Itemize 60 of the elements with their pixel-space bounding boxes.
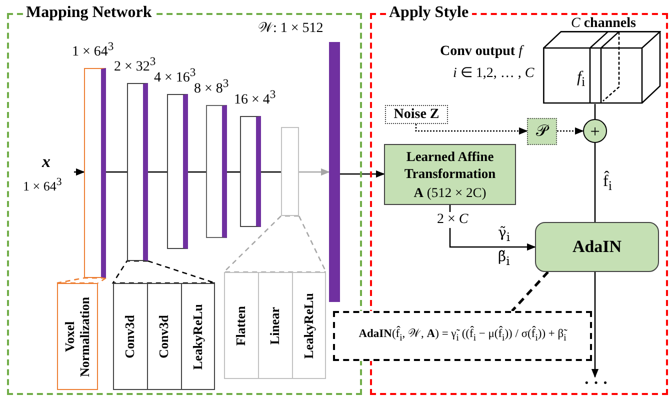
ellipsis: · · · <box>578 377 614 391</box>
layer-cell: Conv3d <box>114 284 148 389</box>
channel-label: f$_{i}$ <box>577 69 586 90</box>
shape-label: 16 × 4$^{3}$ <box>234 88 276 109</box>
connector-line <box>148 171 167 173</box>
process-box <box>384 144 516 205</box>
connector-line <box>188 171 206 173</box>
shape-label: 4 × 16$^{3}$ <box>154 66 196 86</box>
shape-label: 8 × 8$^{3}$ <box>194 77 229 98</box>
projection-box: 𝒫 <box>527 118 557 145</box>
shape-label: 𝒲: 1 × 512 <box>258 21 324 37</box>
formula-box: AdaIN(f̂$_{i}$, 𝒲, A) = γ̃$_{i}$ ((f̂$_{i}$ − μ(f̂$_{i}$)) / σ(f̂$_{i}$)) + β̃$_{i}$ <box>333 311 592 361</box>
input-variable: x <box>42 152 50 172</box>
layer-cell: Voxel Normalization <box>57 283 98 390</box>
layer-block <box>281 127 299 216</box>
math-label: β̃$_{i}$ <box>498 249 510 268</box>
math-label: γ̃$_{i}$ <box>498 225 510 244</box>
layer-cell: Flatten <box>225 273 259 378</box>
tensor-label: i ∈ 1,2, … , C <box>453 65 534 82</box>
layer-block <box>206 105 227 238</box>
box-title: Learned Affine Transformation <box>403 148 497 182</box>
shape-label: 1 × 64$^{3}$ <box>23 176 62 194</box>
arrow <box>74 168 85 176</box>
panel-title: Apply Style <box>386 4 472 22</box>
layer-block <box>84 68 106 278</box>
sum-node: + <box>583 119 607 143</box>
layer-block <box>240 116 261 227</box>
tensor-label: Conv output f <box>440 44 522 60</box>
dashed-line <box>112 260 216 284</box>
connector-line <box>106 171 127 173</box>
dashed-line <box>56 277 107 284</box>
edge-label: 2 × C <box>436 212 470 228</box>
connector-line <box>261 171 281 173</box>
layer-cell: LeakyReLu <box>182 284 214 389</box>
layer-cell: LeakyReLu <box>293 273 325 378</box>
matrix-label: A (512 × 2C) <box>412 184 488 201</box>
connector-line <box>594 143 596 222</box>
arrow <box>449 205 536 251</box>
shape-label: 2 × 32$^{3}$ <box>114 55 156 75</box>
layer-cell: Conv3d <box>148 284 182 389</box>
layer-group-box <box>224 272 326 379</box>
panel-title: Mapping Network <box>23 4 155 22</box>
layer-group-box <box>113 283 215 390</box>
process-box: AdaIN <box>535 222 659 272</box>
layer-cell: Linear <box>259 273 293 378</box>
noise-box: Noise Z <box>385 105 448 124</box>
connector-line <box>594 104 596 119</box>
connector-line <box>227 171 240 173</box>
layer-block <box>127 83 148 261</box>
arrow <box>415 124 528 135</box>
arrow <box>557 127 584 135</box>
arrow <box>340 170 385 178</box>
arrow <box>299 168 330 176</box>
vector-bar <box>329 42 340 302</box>
tensor-label: C channels <box>571 16 636 32</box>
layer-block <box>167 94 188 249</box>
dashed-line <box>511 271 549 312</box>
dashed-line <box>222 215 327 273</box>
shape-label: 1 × 64$^{3}$ <box>72 40 114 61</box>
arrow <box>591 272 599 378</box>
